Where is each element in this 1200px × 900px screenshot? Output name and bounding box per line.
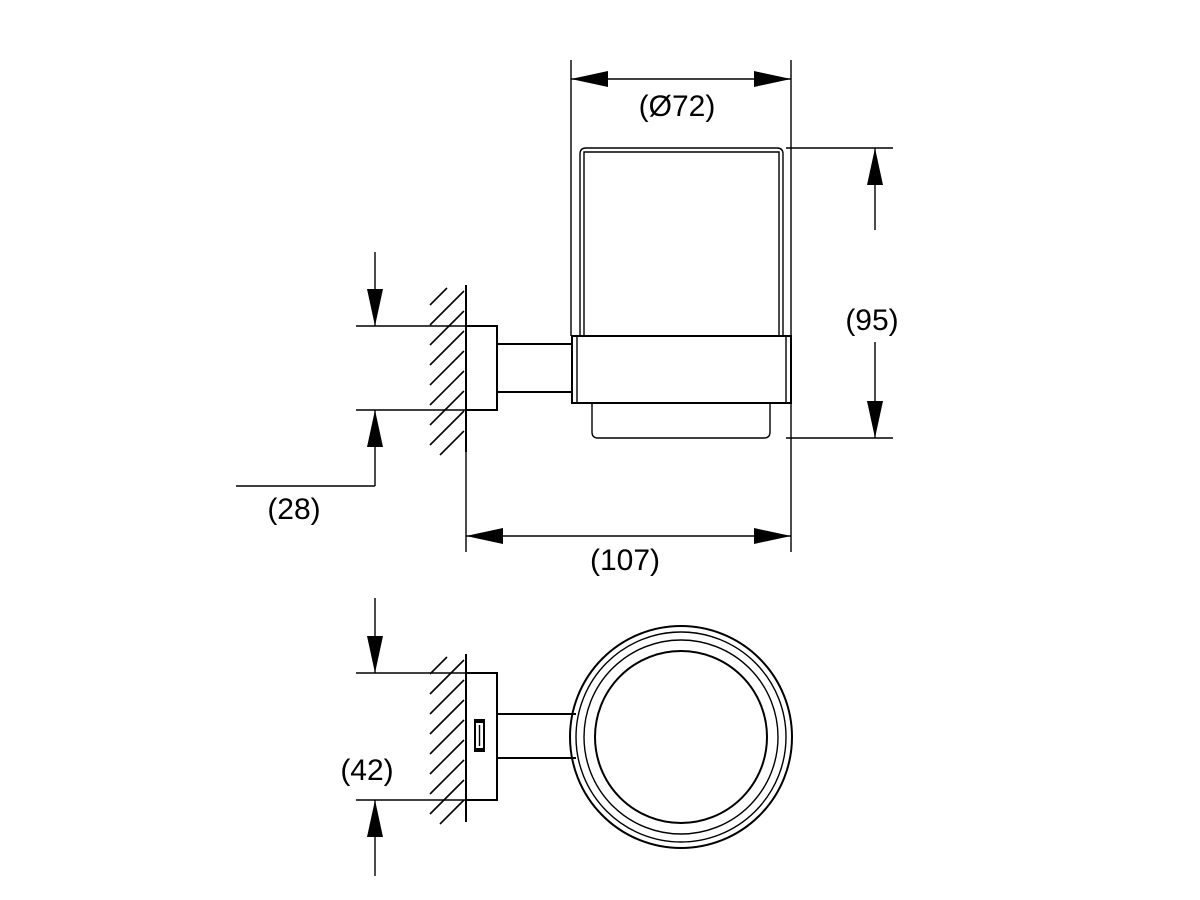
- side-view: (Ø72) (95) (28): [236, 60, 899, 577]
- dimension-projection: (107): [465, 403, 792, 577]
- rosette-top: [465, 672, 498, 801]
- wall-hatching-side: [429, 287, 465, 456]
- dimension-diameter-label: (Ø72): [639, 90, 716, 123]
- dimension-height-label: (95): [845, 304, 898, 337]
- top-view: (42): [340, 598, 793, 876]
- rosette-side: [465, 325, 498, 411]
- wall-hatching-top: [429, 656, 465, 825]
- glass-tumbler-side: [579, 147, 784, 336]
- dimension-projection-label: (107): [590, 544, 660, 577]
- dimension-height: (95): [786, 147, 899, 439]
- glass-bottom-side: [591, 403, 771, 439]
- dimension-rosette-height: (28): [236, 252, 466, 526]
- dimension-rosette-width: (42): [340, 598, 466, 876]
- dimension-diameter: (Ø72): [570, 60, 792, 336]
- holder-ring-side: [571, 335, 792, 404]
- dimension-rosette-width-label: (42): [340, 754, 393, 787]
- dimension-rosette-height-label: (28): [267, 493, 320, 526]
- holder-ring-top: [569, 625, 793, 849]
